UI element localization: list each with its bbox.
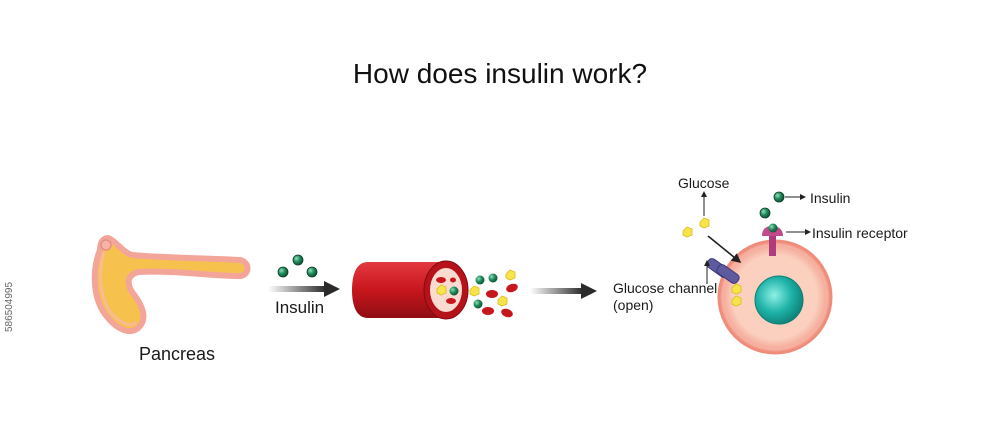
glucose-channel-label-line1: Glucose channel bbox=[613, 280, 718, 296]
page-title: How does insulin work? bbox=[352, 58, 648, 89]
blood-vessel bbox=[352, 260, 518, 320]
pancreas-organ bbox=[91, 235, 251, 335]
pancreas-label: Pancreas bbox=[139, 344, 216, 364]
glucose-molecule-icon bbox=[731, 283, 742, 295]
stock-id-watermark: 586504995 bbox=[4, 281, 15, 332]
insulin-molecule-icon bbox=[277, 266, 289, 278]
glucose-label: Glucose bbox=[678, 175, 730, 191]
insulin-molecule-icon bbox=[306, 266, 318, 278]
insulin-arrow-label: Insulin bbox=[275, 298, 325, 317]
channel-pointer-icon bbox=[704, 260, 710, 284]
insulin-legend-label: Insulin bbox=[810, 190, 851, 206]
insulin-receptor-label: Insulin receptor bbox=[812, 225, 908, 241]
insulin-legend-group bbox=[759, 191, 806, 219]
insulin-molecules-group bbox=[277, 254, 318, 278]
glucose-molecule-icon bbox=[682, 226, 693, 238]
target-cell bbox=[717, 239, 833, 355]
glucose-channel-label: Glucose channel (open) bbox=[613, 280, 717, 314]
glucose-molecule-icon bbox=[699, 217, 710, 229]
glucose-channel-icon bbox=[706, 235, 742, 284]
insulin-molecule-icon bbox=[759, 207, 771, 219]
arrow-blood-to-cell-icon bbox=[530, 283, 597, 299]
insulin-molecule-icon bbox=[292, 254, 304, 266]
insulin-receptor-icon bbox=[762, 223, 811, 256]
glucose-molecule-icon bbox=[731, 295, 742, 307]
glucose-molecules-group bbox=[682, 191, 710, 238]
arrow-pancreas-to-blood-icon bbox=[268, 281, 340, 297]
insulin-molecule-icon bbox=[773, 191, 785, 203]
glucose-channel-label-line2: (open) bbox=[613, 297, 654, 313]
